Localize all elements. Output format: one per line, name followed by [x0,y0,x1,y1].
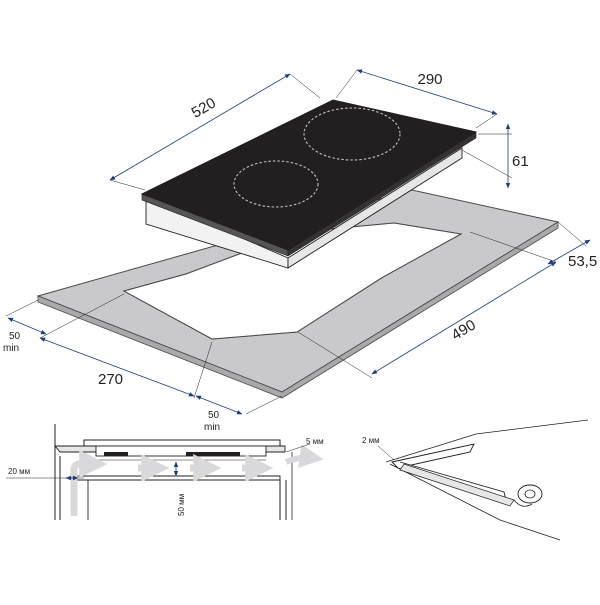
cutout-depth-label: 270 [98,371,123,388]
hob-depth-label: 290 [417,71,442,88]
dimension-cutout-depth: 270 [39,293,213,399]
cutout-width-label: 490 [449,316,479,343]
dimension-edge-offset: 53,5 [547,221,597,270]
dimension-min-front: 50 min [195,395,283,433]
edge-offset-label: 53,5 [568,253,597,270]
hob-body-front [287,147,463,269]
cooking-zone-rear [303,107,401,161]
side-gap-label: 20 мм [8,467,30,476]
ventilation-section: 20 мм 5 мм 50 мм [6,424,324,520]
hob-width-label: 520 [189,94,219,121]
dimension-min-left: 50 min [3,299,47,354]
min-left-unit: min [3,343,19,354]
min-left-value: 50 [9,331,21,342]
cooking-zone-front [233,160,319,208]
seal-thickness-label: 2 мм [362,436,380,445]
min-front-value: 50 [208,410,220,421]
under-gap-label: 50 мм [177,494,186,516]
dimension-hob-depth: 290 [335,69,498,129]
dimension-hob-height: 61 [461,123,529,189]
cutout-opening [122,222,463,340]
hob-height-label: 61 [512,153,529,170]
min-front-unit: min [204,422,220,433]
top-gap-label: 5 мм [306,437,324,446]
seal-detail: 2 мм [362,419,589,541]
countertop-front-edge [37,221,559,399]
